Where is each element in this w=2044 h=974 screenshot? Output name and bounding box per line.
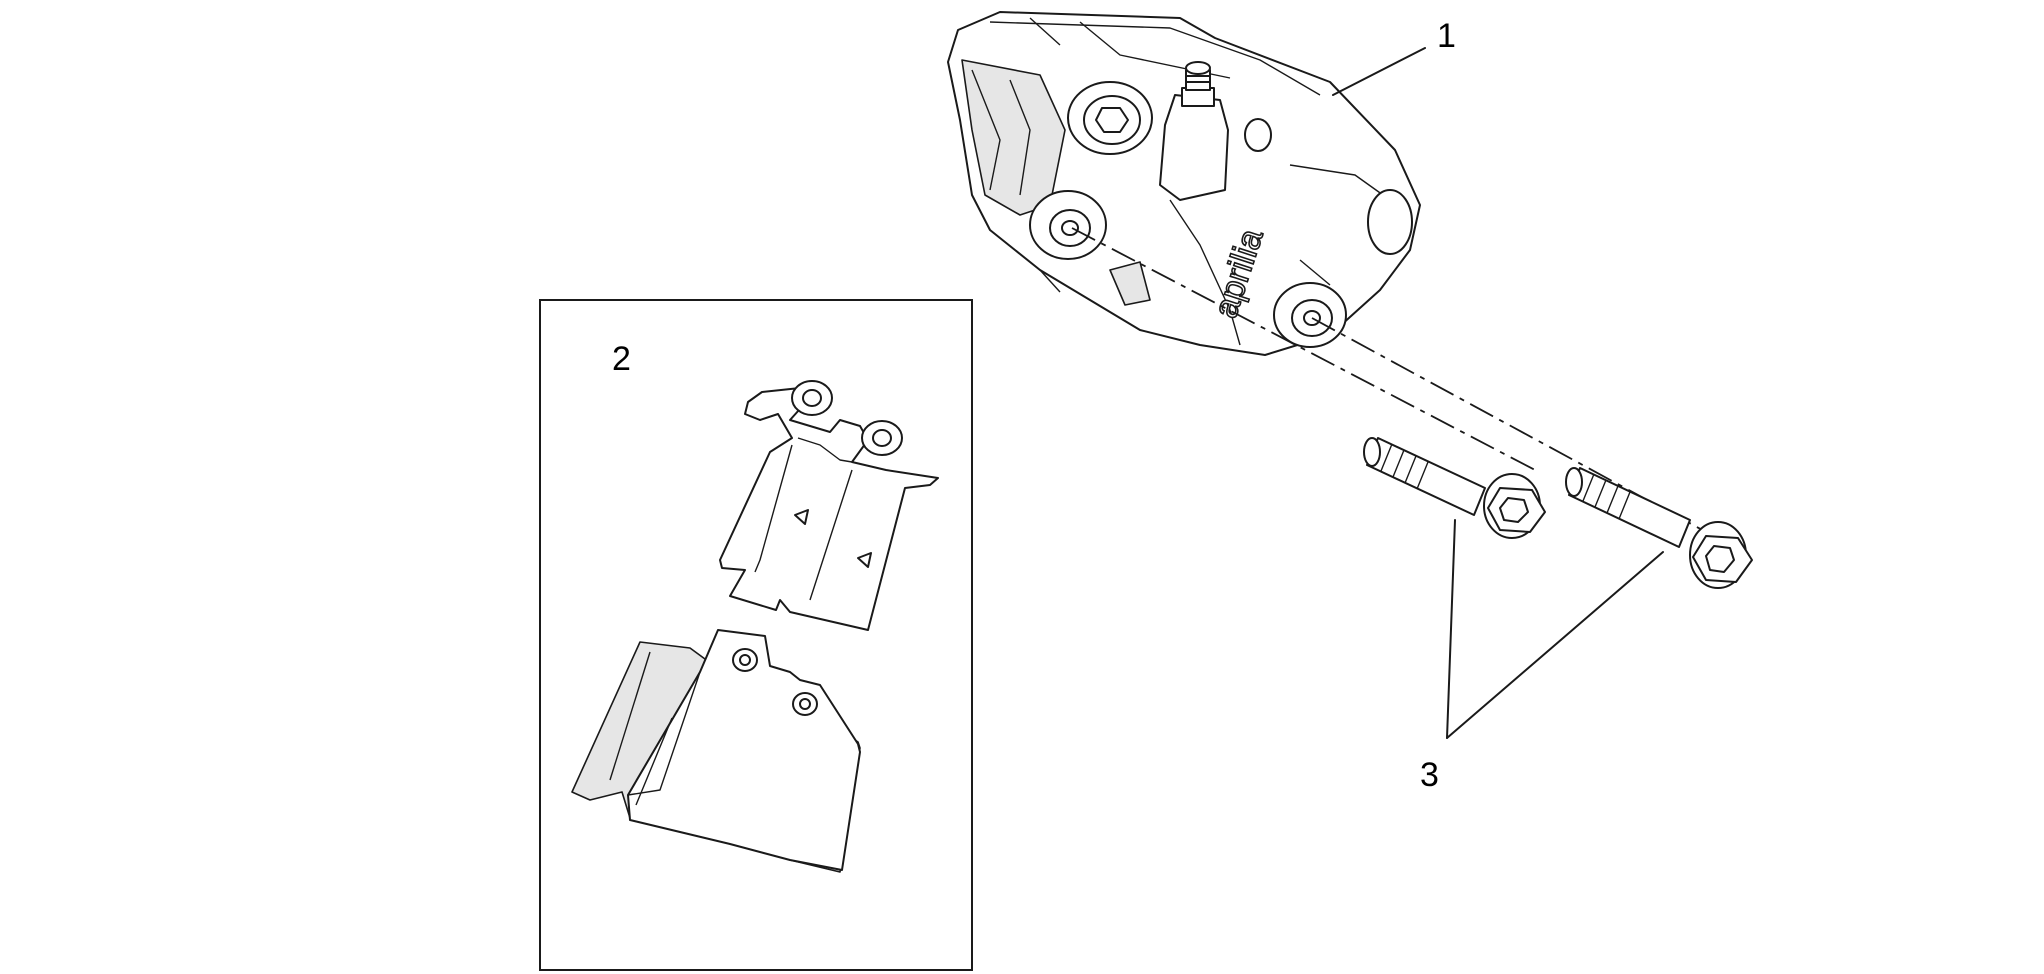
callout-2: 2 [612,340,631,378]
pad-kit-frame [539,299,973,971]
screw-right [1565,467,1753,589]
callout-3: 3 [1420,756,1439,794]
brake-caliper: aprilia [947,11,1421,356]
leader-line-3b [1446,551,1664,739]
screw-left [1363,437,1546,539]
leader-line-1 [1332,47,1426,96]
brake-pad [571,629,861,873]
axis-line-upper [1071,227,1536,471]
callout-1: 1 [1437,17,1456,55]
pad-spring-plate [719,380,939,631]
leader-line-3a [1446,519,1456,739]
